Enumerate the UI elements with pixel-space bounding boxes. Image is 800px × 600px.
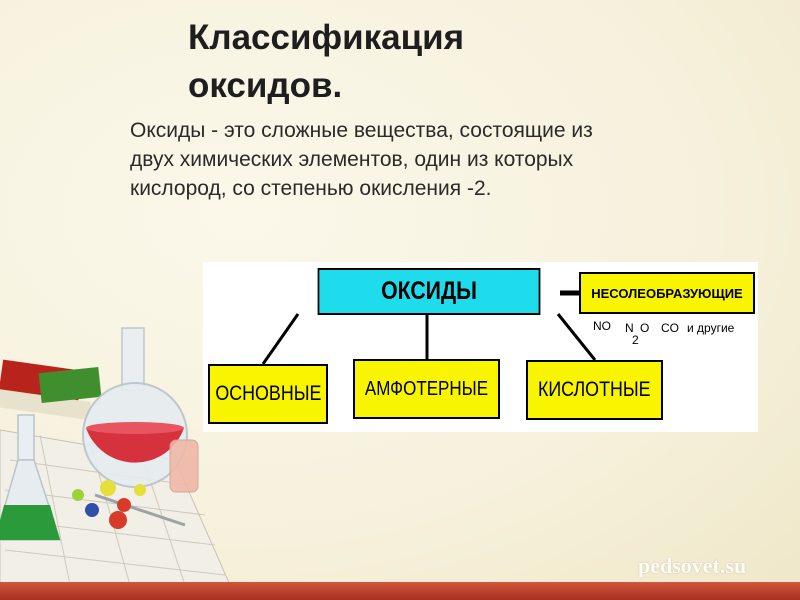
basic-oxides-box: ОСНОВНЫЕ (208, 364, 328, 424)
example-n2o-n: N (625, 321, 634, 335)
diagram-connectors (261, 290, 597, 365)
oxide-definition: Оксиды - это сложные вещества, состоящие… (130, 119, 593, 200)
connector-basic (261, 313, 300, 365)
example-n2o-o: O (640, 321, 650, 335)
bottom-bar (0, 582, 800, 600)
basic-oxides-label: ОСНОВНЫЕ (214, 382, 322, 405)
example-co: CO (661, 321, 679, 335)
oxides-root-box: ОКСИДЫ (317, 268, 541, 315)
slide-title: Классификация оксидов. (188, 18, 465, 105)
example-others: и другие (687, 321, 735, 335)
acidic-oxides-box: КИСЛОТНЫЕ (526, 360, 663, 420)
example-n2o-subscript: 2 (632, 333, 639, 347)
site-watermark: pedsovet.su (638, 553, 747, 578)
example-no: NO (593, 319, 611, 333)
amphoteric-oxides-label: АМФОТЕРНЫЕ (364, 377, 489, 400)
connector-acidic (556, 313, 597, 361)
non-salt-forming-box: НЕСОЛЕОБРАЗУЮЩИЕ (579, 272, 755, 314)
acidic-oxides-label: КИСЛОТНЫЕ (538, 378, 651, 401)
amphoteric-oxides-box: АМФОТЕРНЫЕ (353, 359, 500, 419)
classification-diagram: ОКСИДЫ НЕСОЛЕОБРАЗУЮЩИЕ NO N 2 O CO и др… (203, 262, 758, 432)
laboratory-flasks-illustration (0, 327, 230, 585)
